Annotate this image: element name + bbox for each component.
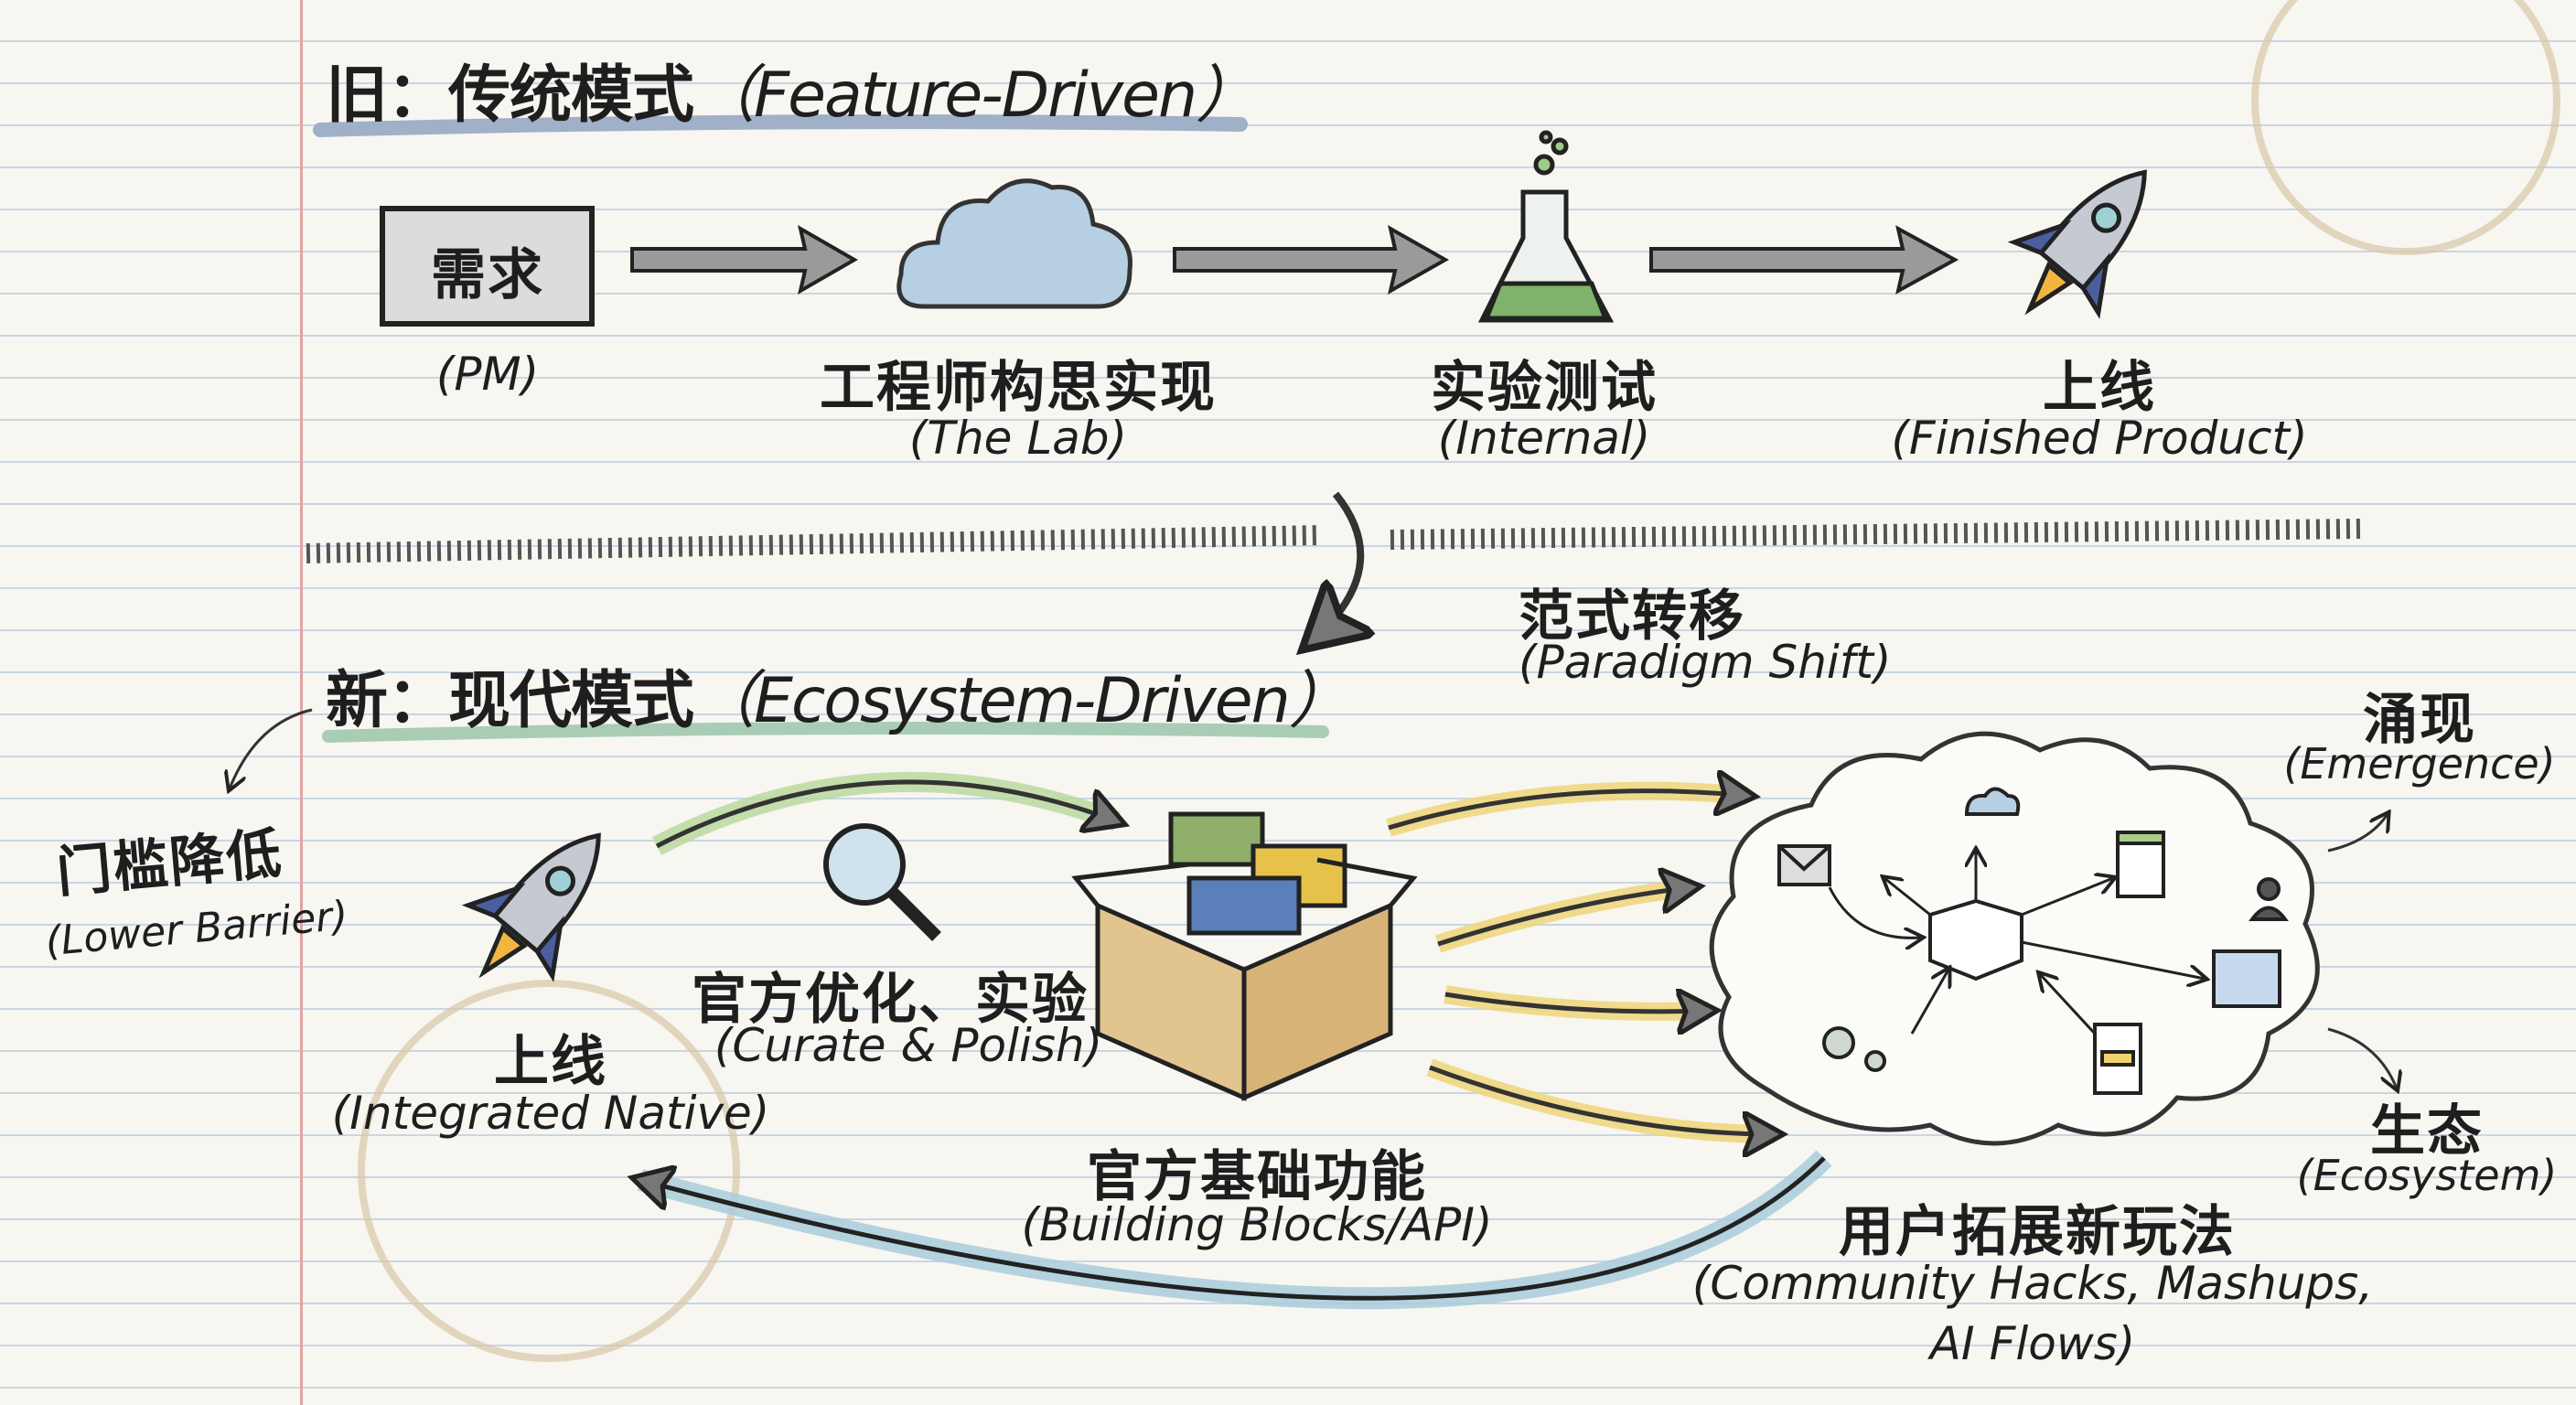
old-title-zh: 旧：传统模式 xyxy=(326,59,694,132)
browser-window-icon xyxy=(2212,949,2281,1008)
new-title-zh: 新：现代模式 xyxy=(326,665,694,737)
feedback-arrow-line xyxy=(640,1156,1826,1301)
building-blocks-sub: (Building Blocks/API) xyxy=(1021,1198,1493,1251)
ecosystem-label: 生态 xyxy=(2370,1099,2484,1164)
rocket-icon xyxy=(461,832,601,982)
step-test-label: 实验测试 xyxy=(1431,356,1658,420)
native-launch-sub: (Integrated Native) xyxy=(331,1087,770,1140)
gear-icon xyxy=(1822,1026,1855,1059)
cloud-contents xyxy=(1777,787,2289,1095)
emergence-arrow xyxy=(2327,814,2388,853)
step-lab-sub: (The Lab) xyxy=(908,412,1128,465)
small-cloud-icon xyxy=(1964,787,2021,816)
emergence-sub: (Emergence) xyxy=(2283,739,2556,788)
cloud-icon xyxy=(896,178,1132,309)
community-label: 用户拓展新玩法 xyxy=(1839,1200,2236,1264)
community-sub-line2: AI Flows) xyxy=(1929,1317,2136,1370)
lego-box-icon xyxy=(1071,811,1418,1101)
new-title-en: （Ecosystem-Driven） xyxy=(693,665,1351,737)
ecosystem-arrow xyxy=(2327,1027,2397,1089)
step-launch-label: 上线 xyxy=(2043,356,2156,420)
step-requirement-sub: (PM) xyxy=(435,348,540,401)
divider-scribble xyxy=(306,519,2361,563)
community-sub-line1: (Community Hacks, Mashups, xyxy=(1691,1257,2374,1310)
step-requirement-label: 需求 xyxy=(431,243,544,307)
building-blocks-label: 官方基础功能 xyxy=(1087,1145,1427,1209)
old-title-underline xyxy=(313,114,1248,137)
shift-label: 范式转移 xyxy=(1519,585,1745,649)
curate-label: 官方优化、实验 xyxy=(692,968,1089,1032)
native-launch-label: 上线 xyxy=(494,1030,607,1094)
emergence-label: 涌现 xyxy=(2363,688,2476,752)
curate-sub: (Curate & Polish) xyxy=(714,1019,1103,1072)
curate-arrow-line xyxy=(655,779,1117,849)
step-test-sub: (Internal) xyxy=(1437,412,1651,465)
coffee-stain xyxy=(358,0,2560,1362)
contribution-arrows xyxy=(1386,791,1775,1134)
shift-sub: (Paradigm Shift) xyxy=(1519,636,1892,689)
new-model-title: 新：现代模式（Ecosystem-Driven） xyxy=(326,649,1351,740)
open-box-icon xyxy=(1928,898,2023,981)
paradigm-shift-arrow xyxy=(1313,491,1360,640)
magnifier-icon xyxy=(823,823,941,941)
lower-barrier-arrow xyxy=(230,708,313,788)
flask-icon xyxy=(1477,130,1615,323)
user-icon xyxy=(2257,877,2281,901)
step-lab-label: 工程师构思实现 xyxy=(820,356,1217,420)
old-model-title: 旧：传统模式（Feature-Driven） xyxy=(326,44,1258,134)
requirement-box-icon xyxy=(380,206,595,327)
step-launch-sub: (Finished Product) xyxy=(1891,412,2308,465)
rocket-icon xyxy=(2007,169,2147,319)
old-title-en: （Feature-Driven） xyxy=(693,59,1258,132)
ecosystem-sub: (Ecosystem) xyxy=(2296,1151,2558,1200)
notebook-margin-line xyxy=(300,0,303,1405)
new-title-underline xyxy=(322,722,1329,743)
flow-arrow xyxy=(630,224,1959,295)
